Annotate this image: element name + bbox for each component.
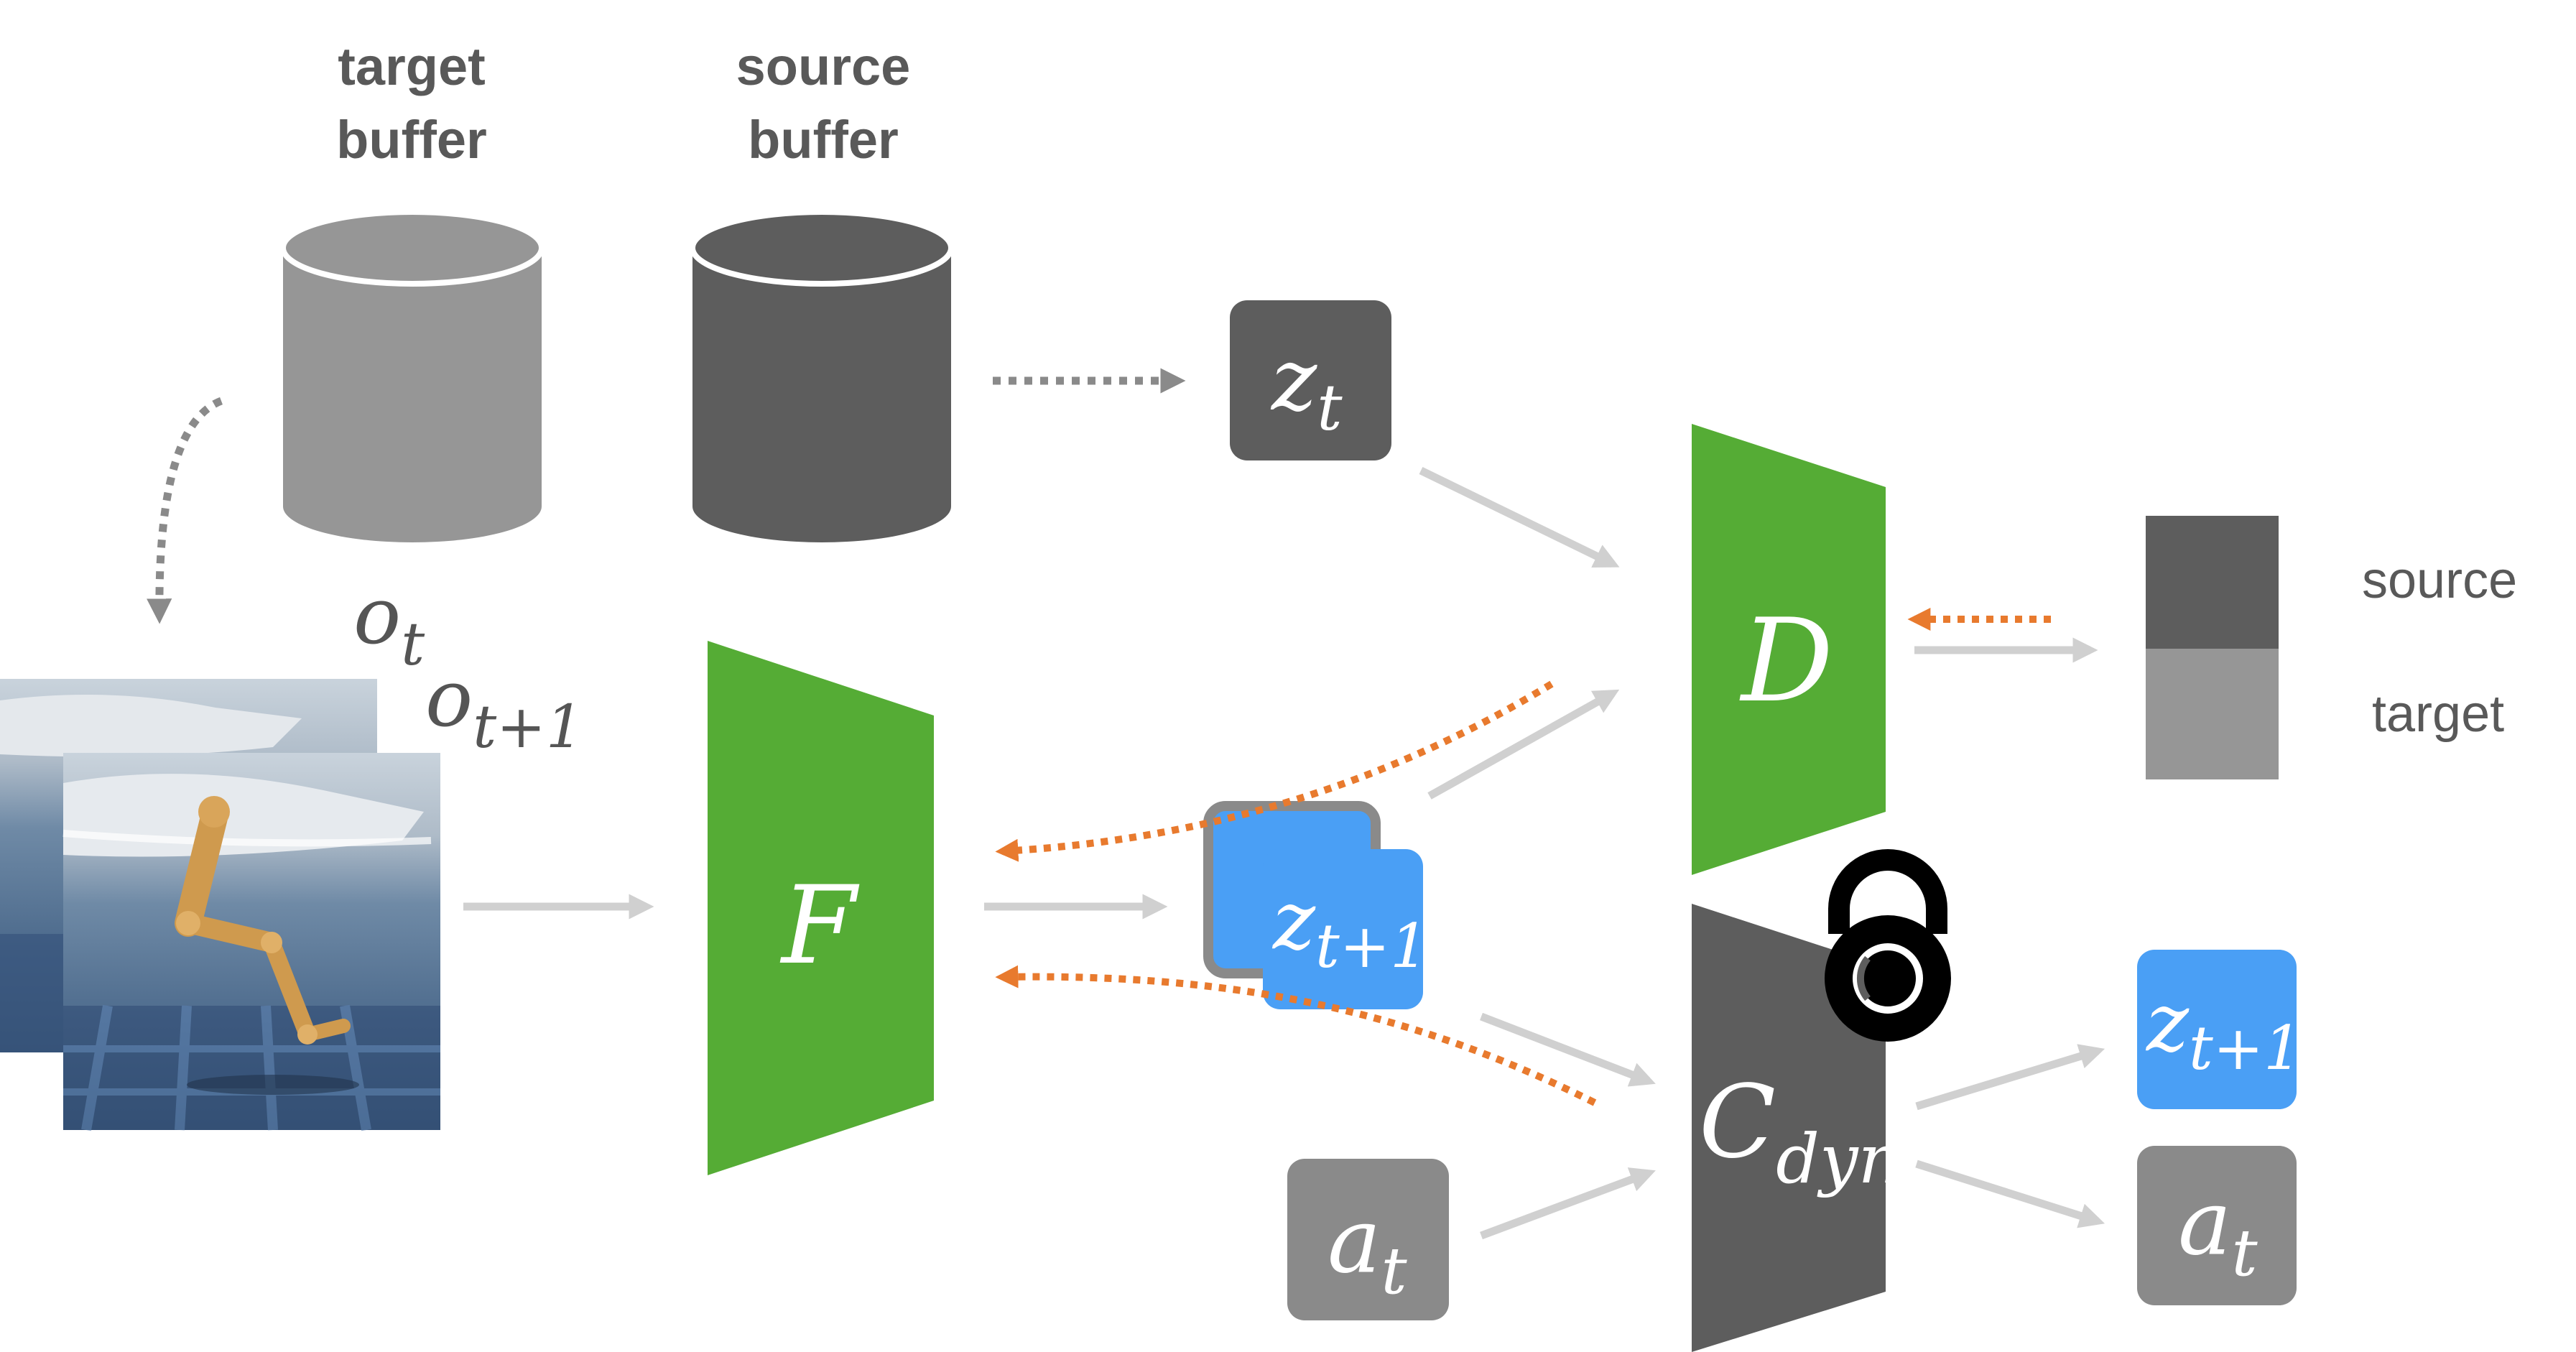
encoder-F-label: F bbox=[779, 863, 860, 988]
target-buffer-cylinder bbox=[280, 209, 545, 542]
observation-frame-front bbox=[62, 753, 440, 1131]
a-t-output-box bbox=[2137, 1146, 2297, 1305]
z-to-D-arrow bbox=[1427, 689, 1620, 800]
target-buffer-label-line2: buffer bbox=[336, 110, 487, 170]
z-t1-stack-label: zt+1 bbox=[1271, 874, 1429, 981]
legend-target-label: target bbox=[2372, 685, 2504, 743]
z-to-C-arrow bbox=[1480, 1012, 1656, 1087]
grad-C-to-F-arrow bbox=[995, 965, 1597, 1106]
source-buffer-label-line2: buffer bbox=[748, 110, 899, 170]
legend-source-label: source bbox=[2362, 552, 2517, 609]
z-t1-output-box bbox=[2137, 950, 2297, 1109]
z-t-label: zt bbox=[1270, 330, 1343, 445]
a-t-input-box bbox=[1287, 1159, 1449, 1320]
z-t-to-D-arrow bbox=[1419, 467, 1620, 568]
legend-target-swatch bbox=[2146, 649, 2279, 779]
discriminator-D-label: D bbox=[1739, 593, 1833, 728]
sample-target-arrow bbox=[147, 397, 223, 624]
source-buffer-label: source bbox=[736, 37, 911, 96]
discriminator-D bbox=[1692, 424, 1886, 875]
z-stack-front-box bbox=[1263, 849, 1423, 1009]
dynamics-model-label: Cdyn bbox=[1699, 1064, 1902, 1199]
C-to-z-t1-arrow bbox=[1915, 1044, 2105, 1111]
z-t-box bbox=[1230, 300, 1391, 460]
a-t-to-C-arrow bbox=[1480, 1167, 1656, 1240]
obs-t1-label: ot+1 bbox=[425, 652, 583, 761]
z-t1-output-label: zt+1 bbox=[2145, 976, 2302, 1083]
target-buffer-label: target bbox=[338, 37, 486, 96]
a-t-output-label: at bbox=[2178, 1171, 2258, 1291]
encoder-F bbox=[708, 641, 934, 1175]
C-to-a-t-arrow bbox=[1915, 1159, 2105, 1228]
grad-D-to-F-arrow bbox=[995, 680, 1554, 862]
obs-t-label: ot bbox=[353, 570, 425, 679]
a-t-input-label: at bbox=[1328, 1189, 1408, 1309]
legend-source-swatch bbox=[2146, 516, 2279, 649]
padlock-icon bbox=[1825, 849, 1951, 1042]
source-buffer-cylinder bbox=[690, 209, 954, 542]
